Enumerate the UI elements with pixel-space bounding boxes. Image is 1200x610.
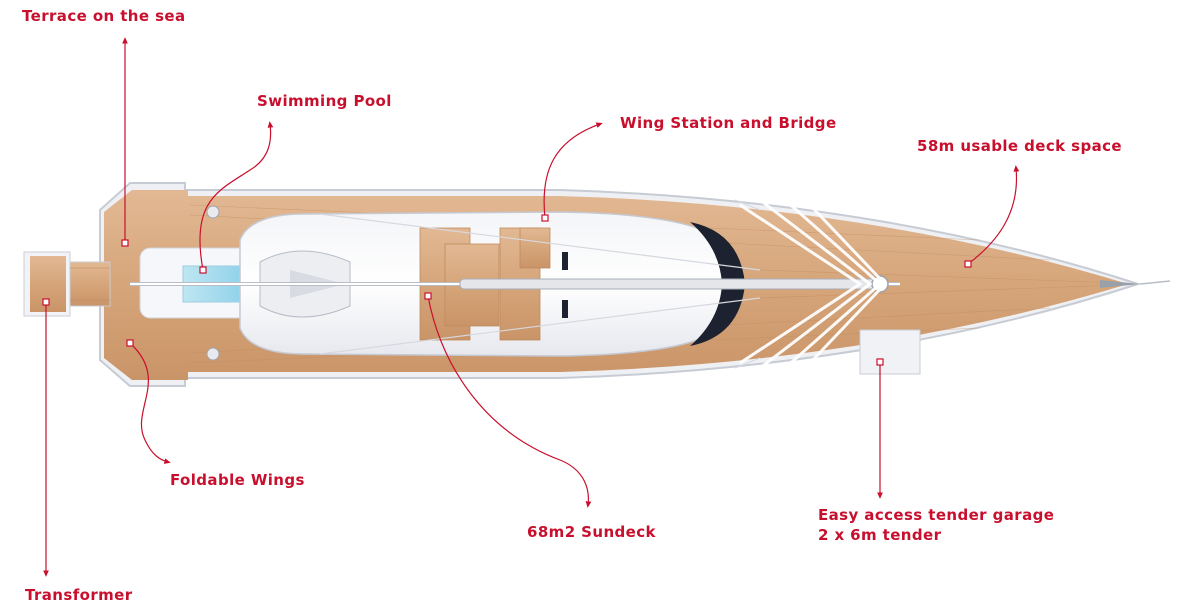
label-transformer: Transformer: [25, 586, 133, 604]
bow-fitting: [1100, 280, 1140, 288]
spreaders: [319, 199, 761, 369]
windscreen: [690, 222, 745, 346]
leader-deck-space: [967, 165, 1020, 265]
label-terrace-on-the-sea: Terrace on the sea: [22, 7, 186, 25]
label-foldable-wings: Foldable Wings: [170, 471, 305, 489]
label-tender-garage-line1: Easy access tender garage: [818, 506, 1055, 524]
boom-and-mast: [130, 275, 900, 293]
label-tender-garage-line2: 2 x 6m tender: [818, 526, 942, 544]
stern-transformer: [23, 251, 111, 317]
leader-sundeck: [427, 295, 592, 508]
leader-foldable-wings: [129, 342, 171, 464]
label-swimming-pool: Swimming Pool: [257, 92, 392, 110]
label-sundeck: 68m2 Sundeck: [527, 523, 656, 541]
leader-pool: [199, 121, 274, 271]
rigging-fan: [739, 198, 888, 370]
label-usable-deck-space: 58m usable deck space: [917, 137, 1122, 155]
callout-leaders: [43, 37, 1020, 577]
label-wing-station-and-bridge: Wing Station and Bridge: [620, 114, 837, 132]
tender-garage-hatch: [859, 329, 921, 375]
label-tender-garage: Easy access tender garage 2 x 6m tender: [818, 505, 1054, 545]
callout-anchors: [42, 214, 972, 366]
leader-wing-station: [543, 122, 603, 219]
